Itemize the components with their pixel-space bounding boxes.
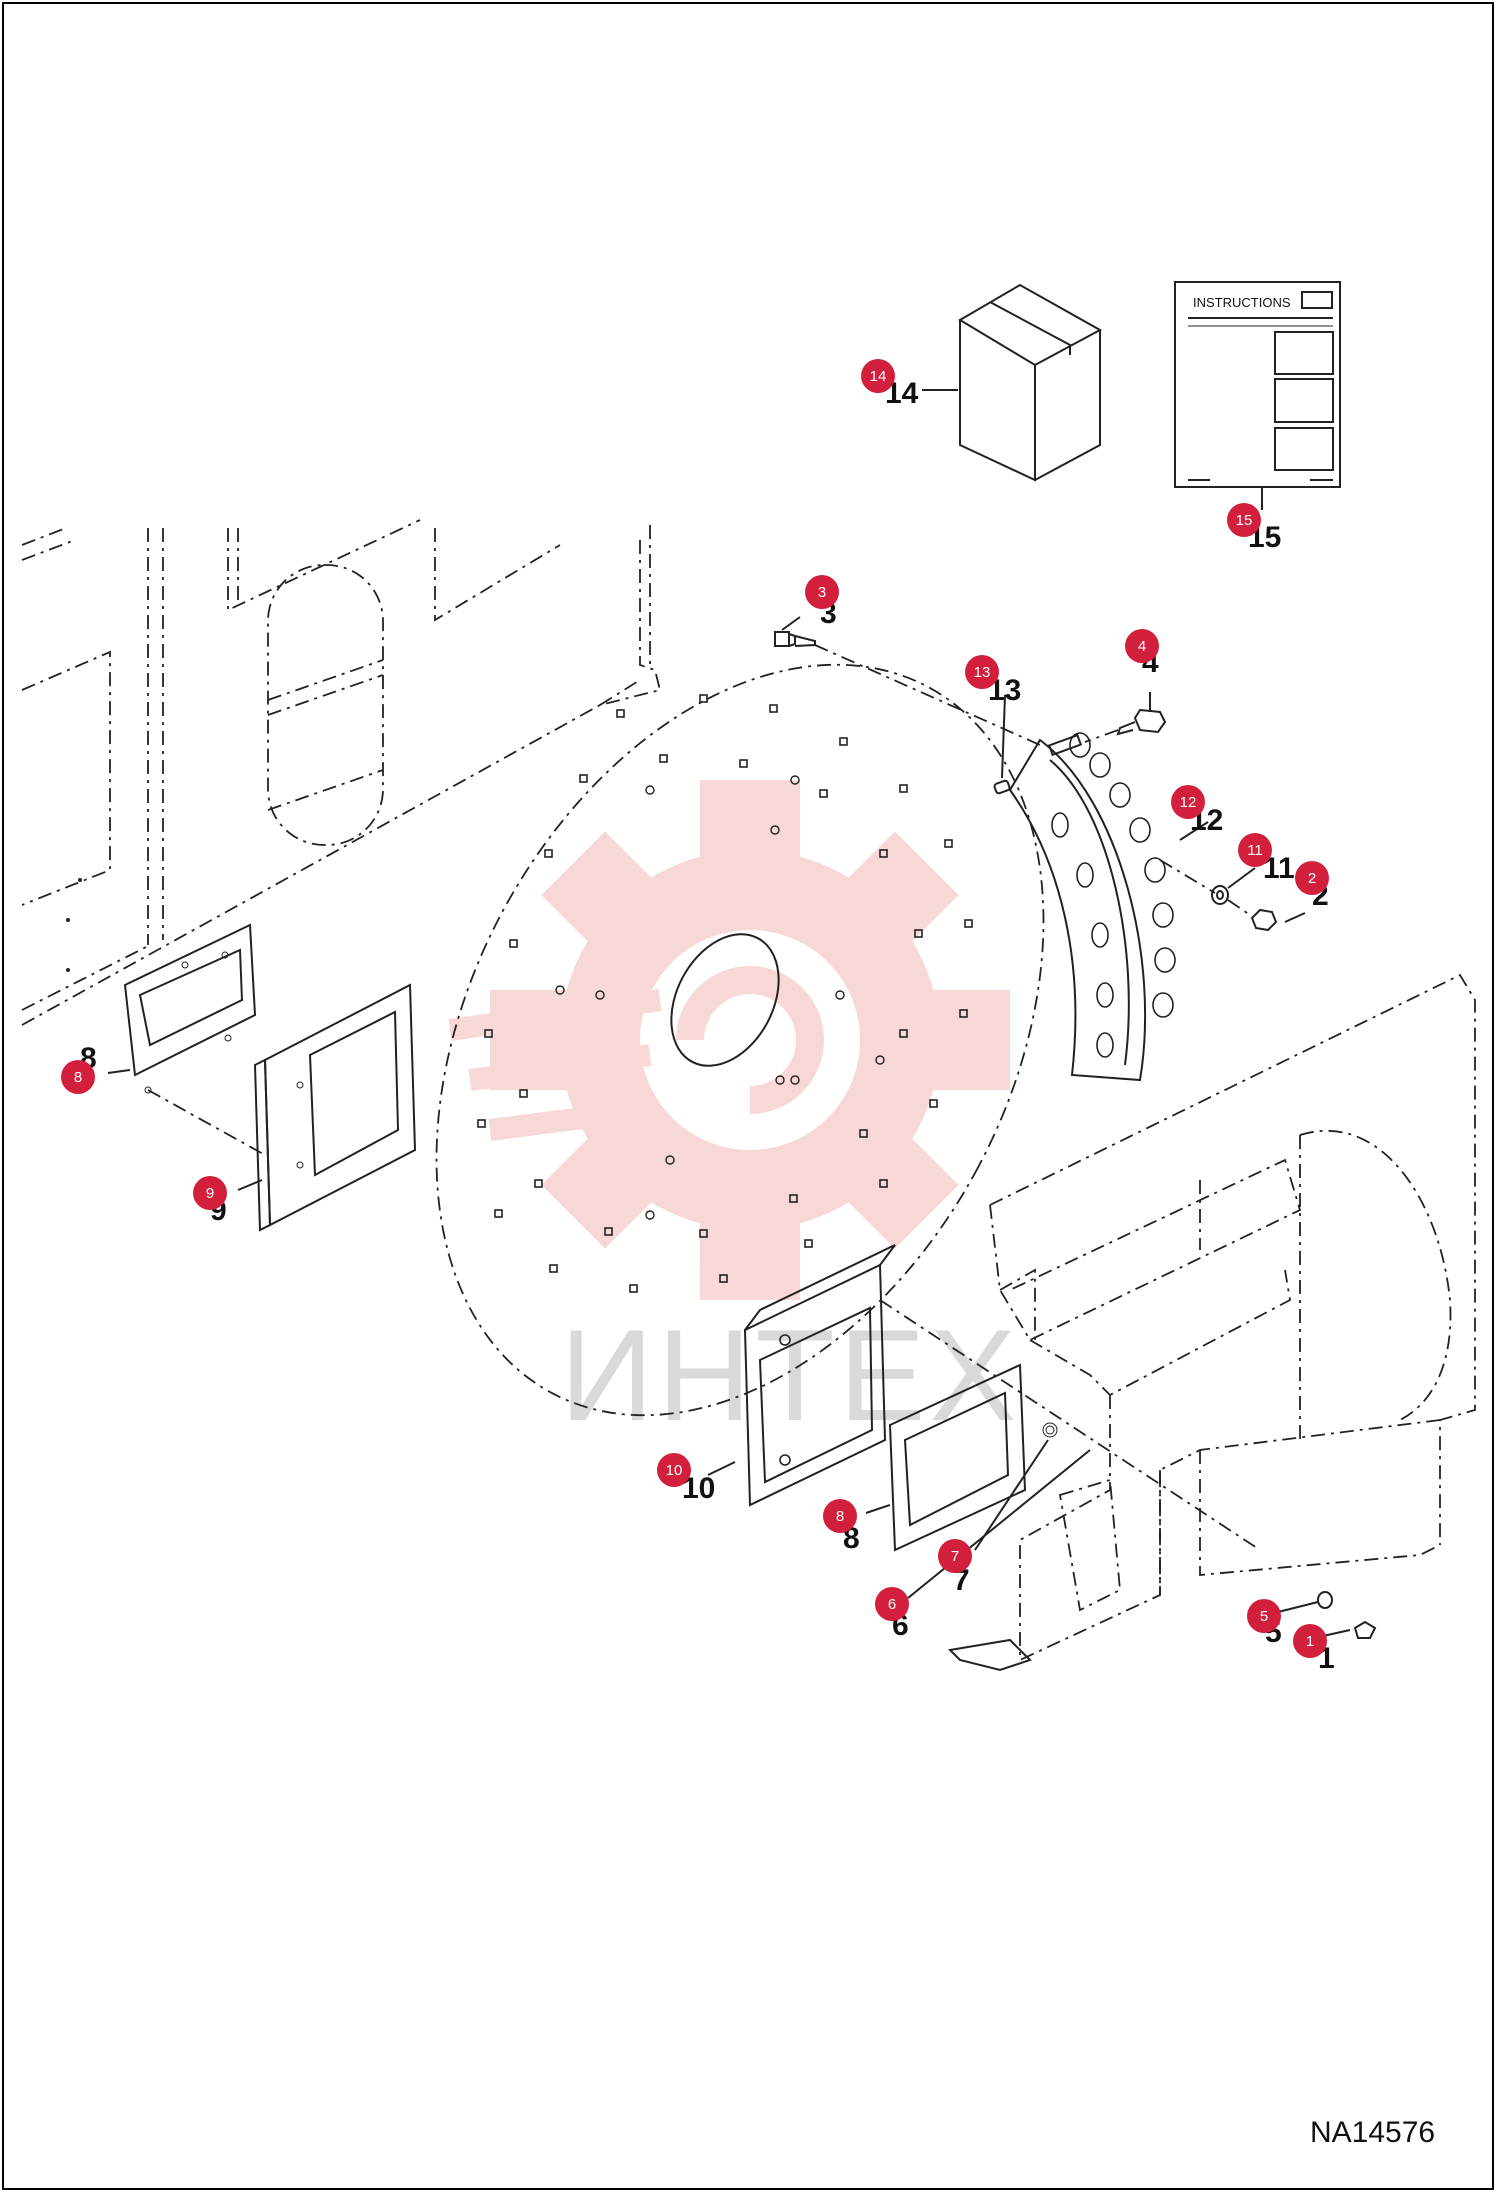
- svg-text:5: 5: [1260, 1608, 1268, 1625]
- svg-text:3: 3: [818, 584, 826, 601]
- manual-title: INSTRUCTIONS: [1193, 295, 1291, 310]
- bracket-lower: [743, 1244, 896, 1507]
- axis-line-left: [147, 1089, 266, 1156]
- svg-text:15: 15: [1236, 512, 1253, 529]
- callout-balloons: 1 2 3 4 5 6 7 8 8 9 10 11 12 13 14 15: [61, 359, 1329, 1658]
- washer-11: [1211, 885, 1229, 905]
- svg-text:10: 10: [666, 1462, 683, 1479]
- drawing-reference: NA14576: [1310, 2116, 1435, 2149]
- svg-text:8: 8: [836, 1508, 844, 1525]
- callout-balloon-3[interactable]: 3: [805, 575, 839, 609]
- cover-plate-left: [123, 923, 257, 1094]
- callout-balloon-8-left[interactable]: 8: [61, 1060, 95, 1094]
- leader-lines: [107, 389, 1351, 1637]
- axis-line-bolt-3: [814, 644, 1041, 746]
- bolt-1: [1353, 1620, 1377, 1639]
- instructions-manual-15: INSTRUCTIONS: [1174, 281, 1341, 488]
- svg-text:9: 9: [206, 1185, 214, 1202]
- cover-plate-lower: [888, 1363, 1058, 1552]
- svg-text:6: 6: [888, 1596, 896, 1613]
- svg-text:14: 14: [870, 368, 887, 385]
- axis-line-lower: [879, 1299, 1261, 1551]
- svg-text:2: 2: [1308, 870, 1316, 887]
- box-14: [958, 283, 1103, 482]
- callout-balloon-2[interactable]: 2: [1295, 861, 1329, 895]
- callout-balloon-6[interactable]: 6: [875, 1587, 909, 1621]
- callout-balloon-4[interactable]: 4: [1125, 629, 1159, 663]
- svg-text:4: 4: [1138, 638, 1146, 655]
- washer-5: [1317, 1591, 1333, 1609]
- callout-balloon-1[interactable]: 1: [1293, 1624, 1327, 1658]
- bracket-left: [253, 983, 417, 1232]
- callout-balloon-14[interactable]: 14: [861, 359, 895, 393]
- svg-text:12: 12: [1180, 794, 1197, 811]
- callout-balloon-10[interactable]: 10: [657, 1453, 691, 1487]
- watermark-text: ИНТЕХ: [560, 1302, 1020, 1448]
- svg-text:1: 1: [1306, 1633, 1314, 1650]
- bolt-3: [774, 631, 816, 647]
- watermark-gear: [448, 780, 1010, 1300]
- callout-balloon-5[interactable]: 5: [1247, 1599, 1281, 1633]
- bolt-4: [1084, 708, 1167, 743]
- callout-balloon-11[interactable]: 11: [1238, 833, 1272, 867]
- callout-balloon-13[interactable]: 13: [965, 655, 999, 689]
- callout-balloon-9[interactable]: 9: [193, 1176, 227, 1210]
- large-disc: [435, 663, 1045, 1417]
- svg-text:7: 7: [951, 1548, 959, 1565]
- callout-balloon-7[interactable]: 7: [938, 1539, 972, 1573]
- svg-text:13: 13: [974, 664, 991, 681]
- nut-2: [1250, 908, 1278, 932]
- svg-text:8: 8: [74, 1069, 82, 1086]
- callout-balloon-15[interactable]: 15: [1227, 503, 1261, 537]
- svg-text:11: 11: [1247, 842, 1263, 859]
- machine-housing-right: [947, 973, 1476, 1672]
- frame-housing: [21, 519, 662, 1026]
- callout-balloon-12[interactable]: 12: [1171, 785, 1205, 819]
- callout-balloon-8-lower[interactable]: 8: [823, 1499, 857, 1533]
- curved-segment: [1008, 732, 1176, 1082]
- axis-line-right: [1159, 859, 1251, 916]
- pin-13: [993, 779, 1011, 795]
